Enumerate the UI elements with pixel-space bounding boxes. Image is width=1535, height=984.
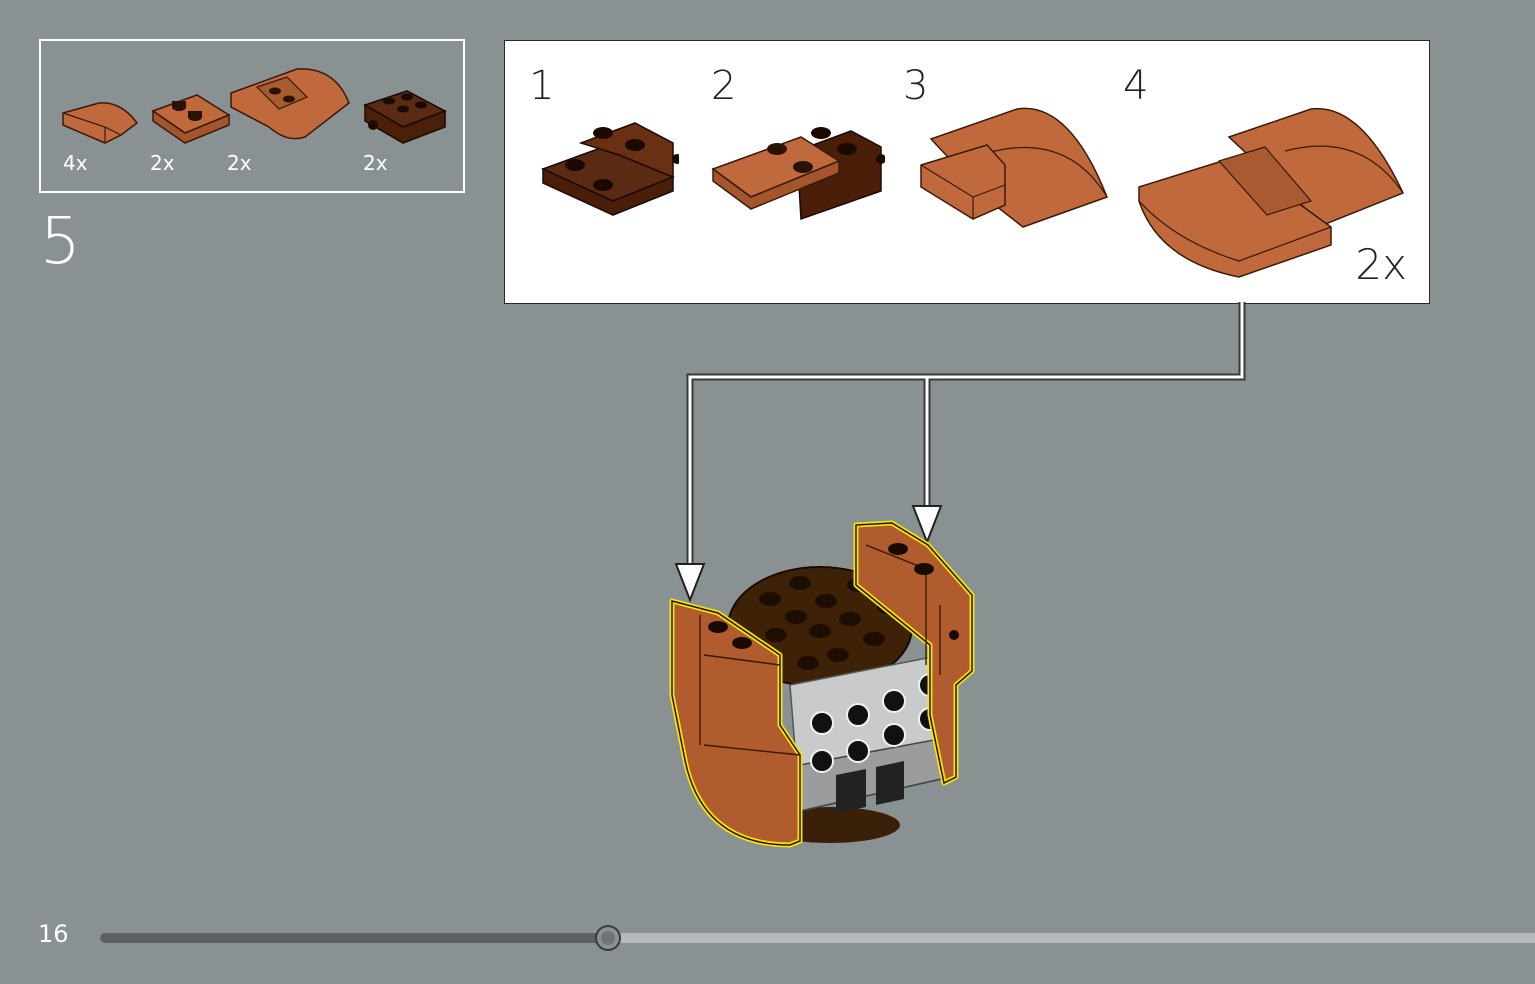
progress-bar[interactable] [100,925,1535,951]
part-qty-4: 2x [363,151,388,175]
sub-assembly-callout: 1 2 3 4 2x [504,40,1430,304]
bracket-plate-icon [363,90,447,144]
sub-step-1-illustration [541,122,679,216]
sub-step-4-number: 4 [1123,63,1149,109]
sub-step-2-number: 2 [711,63,737,109]
model-illustration [669,520,975,848]
wide-curved-slope-icon [230,68,350,140]
sub-step-2-illustration [711,127,885,221]
curved-slope-icon [62,102,139,144]
step-number: 5 [40,205,81,279]
progress-fill [100,933,607,943]
page-number: 16 [38,920,69,948]
plate-2x2-icon [151,94,231,144]
parts-list: 4x 2x 2x 2x [39,39,465,193]
sub-step-3-number: 3 [903,63,929,109]
part-qty-2: 2x [150,151,175,175]
sub-step-4-illustration [1138,107,1405,278]
sub-assembly-multiplier: 2x [1355,240,1407,289]
progress-handle[interactable] [594,925,621,951]
sub-step-1-number: 1 [529,63,555,109]
part-qty-3: 2x [227,151,252,175]
part-qty-1: 4x [63,151,88,175]
sub-step-3-illustration [920,107,1108,228]
